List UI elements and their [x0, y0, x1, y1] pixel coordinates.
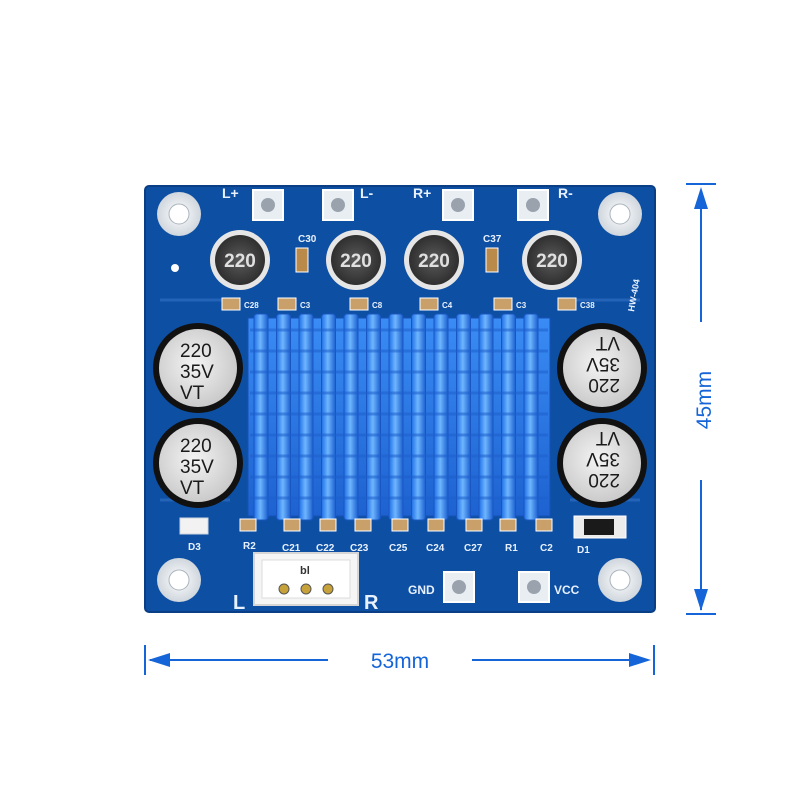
svg-text:C24: C24	[426, 543, 445, 554]
svg-text:35V: 35V	[180, 457, 214, 478]
heatsink-fin	[276, 313, 291, 521]
svg-text:C22: C22	[316, 543, 335, 554]
heatsink-fin	[253, 313, 269, 521]
svg-text:R1: R1	[505, 543, 518, 554]
heatsink-fin	[388, 313, 404, 521]
label-c30: C30	[298, 234, 317, 245]
heatsink-fin	[478, 313, 494, 521]
heatsink-fin	[501, 313, 516, 521]
capacitor-top-right: 220 35V VT	[557, 323, 647, 413]
height-label: 45mm	[693, 371, 716, 429]
label-gnd: GND	[408, 583, 435, 597]
label-r-plus: R+	[413, 185, 431, 201]
label-r-minus: R-	[558, 185, 573, 201]
label-vcc: VCC	[554, 583, 580, 597]
terminal-vcc	[518, 571, 550, 603]
svg-text:C8: C8	[372, 301, 383, 310]
heatsink-fin	[298, 313, 314, 521]
speaker-terminals: L+ L- R+ R-	[222, 185, 573, 221]
terminal-r-minus	[517, 189, 549, 221]
svg-text:220: 220	[180, 341, 212, 362]
heatsink-fin	[366, 313, 381, 521]
terminal-r-plus	[442, 189, 474, 221]
inductor-4: 220	[522, 230, 582, 290]
svg-text:C4: C4	[442, 301, 453, 310]
bottom-silkscreen-labels: D3 R2 C21 C22 C23 C25 C24 C27 R1 C2 D1	[188, 541, 590, 556]
connector-center-label: bl	[300, 565, 310, 577]
svg-text:220: 220	[180, 436, 212, 457]
heatsink-fin	[343, 313, 359, 521]
label-l-minus: L-	[360, 185, 374, 201]
svg-text:R2: R2	[243, 541, 256, 552]
inductors: 220 220 220 220	[210, 230, 582, 290]
svg-text:VT: VT	[595, 332, 620, 353]
svg-text:220: 220	[224, 251, 256, 272]
svg-text:C25: C25	[389, 543, 408, 554]
power-terminals: GND VCC	[408, 571, 580, 603]
svg-text:D3: D3	[188, 542, 201, 553]
height-dimension: 45mm	[686, 183, 716, 615]
inductor-1: 220	[210, 230, 270, 290]
svg-text:35V: 35V	[586, 353, 620, 374]
svg-text:D1: D1	[577, 545, 590, 556]
capacitor-bottom-left: 220 35V VT	[153, 418, 243, 508]
svg-text:VT: VT	[180, 383, 205, 404]
width-dimension: 53mm	[144, 645, 655, 675]
connector-left-label: L	[233, 592, 245, 614]
smd-components-bottom	[179, 515, 627, 539]
svg-text:VT: VT	[595, 427, 620, 448]
svg-text:C38: C38	[580, 301, 595, 310]
audio-input-connector: bl L R	[233, 552, 379, 614]
electrolytic-capacitors: 220 35V VT 220 35V VT 220 35V VT 220	[153, 323, 647, 508]
svg-text:220: 220	[588, 374, 620, 395]
label-c37: C37	[483, 234, 502, 245]
inductor-2: 220	[326, 230, 386, 290]
mounting-holes	[157, 192, 642, 602]
inductor-3: 220	[404, 230, 464, 290]
heatsink	[247, 313, 551, 521]
heatsink-fin	[433, 313, 449, 521]
capacitor-bottom-right: 220 35V VT	[557, 418, 647, 508]
svg-text:C3: C3	[516, 301, 527, 310]
svg-text:VT: VT	[180, 478, 205, 499]
heatsink-fin	[321, 313, 336, 521]
heatsink-fin	[411, 313, 426, 521]
capacitor-top-left: 220 35V VT	[153, 323, 243, 413]
svg-text:C2: C2	[540, 543, 553, 554]
svg-text:C27: C27	[464, 543, 483, 554]
heatsink-fin	[456, 313, 471, 521]
terminal-l-plus	[252, 189, 284, 221]
terminal-l-minus	[322, 189, 354, 221]
svg-text:220: 220	[418, 251, 450, 272]
svg-text:C23: C23	[350, 543, 369, 554]
connector-right-label: R	[364, 592, 379, 614]
terminal-gnd	[443, 571, 475, 603]
svg-text:C3: C3	[300, 301, 311, 310]
label-l-plus: L+	[222, 185, 239, 201]
svg-text:35V: 35V	[180, 362, 214, 383]
svg-text:220: 220	[588, 469, 620, 490]
svg-text:220: 220	[536, 251, 568, 272]
width-label: 53mm	[371, 650, 429, 673]
svg-text:C21: C21	[282, 543, 301, 554]
svg-text:35V: 35V	[586, 448, 620, 469]
heatsink-fin	[523, 313, 539, 521]
svg-text:220: 220	[340, 251, 372, 272]
svg-text:C28: C28	[244, 301, 259, 310]
